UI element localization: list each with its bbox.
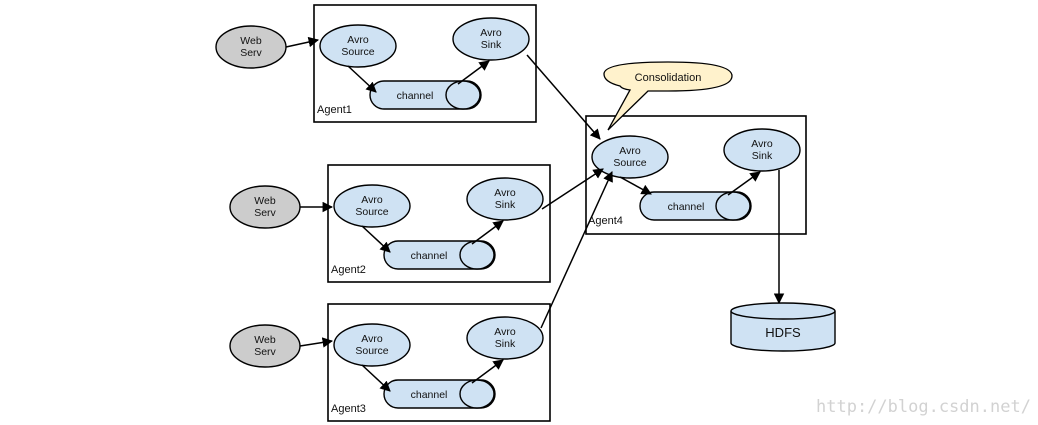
webserv3-line1: Web	[254, 334, 276, 346]
edge-webserv3-source3	[299, 337, 334, 348]
webserv2-line2: Serv	[254, 207, 276, 219]
agent2-channel: channel	[383, 240, 496, 270]
agent2-sink-line1: Avro	[494, 187, 516, 199]
agent1-label: Agent1	[317, 104, 352, 116]
agent3-sink-line1: Avro	[494, 326, 516, 338]
agent2-label: Agent2	[331, 264, 366, 276]
consolidation-callout: Consolidation	[603, 61, 733, 131]
agent4-sink-line2: Sink	[752, 150, 773, 162]
agent1-sink: Avro Sink	[452, 17, 530, 61]
agent3-source-line2: Source	[355, 345, 388, 357]
agent1-sink-line1: Avro	[480, 27, 502, 39]
webserv2-line1: Web	[254, 195, 276, 207]
edge-channel3-sink3	[471, 359, 504, 384]
edge-channel2-sink2	[471, 220, 504, 245]
callout-text: Consolidation	[635, 72, 702, 84]
edge-source1-channel1	[347, 65, 377, 93]
agent4-sink: Avro Sink	[723, 128, 801, 172]
agent3-label: Agent3	[331, 403, 366, 415]
agent2-source-line2: Source	[355, 206, 388, 218]
hdfs-label: HDFS	[765, 325, 801, 340]
webserv3-line2: Serv	[254, 346, 276, 358]
agent3-source: Avro Source	[333, 323, 411, 367]
agent2-channel-label: channel	[411, 250, 448, 262]
webserv1-line2: Serv	[240, 47, 262, 59]
agent3-sink: Avro Sink	[466, 316, 544, 360]
hdfs-storage: HDFS	[730, 302, 836, 352]
agent1-source-line1: Avro	[347, 34, 369, 46]
webserv2: Web Serv	[229, 185, 301, 229]
agent2-source: Avro Source	[333, 184, 411, 228]
webserv1: Web Serv	[215, 25, 287, 69]
edge-source4-channel4	[619, 176, 652, 195]
edge-sink2-source4	[541, 168, 604, 210]
agent2-sink: Avro Sink	[466, 177, 544, 221]
agent3-source-line1: Avro	[361, 333, 383, 345]
agent4-sink-line1: Avro	[751, 138, 773, 150]
agent1-channel-label: channel	[397, 90, 434, 102]
agent2-sink-line2: Sink	[495, 199, 516, 211]
agent4-channel-label: channel	[668, 201, 705, 213]
agent4-source-line1: Avro	[619, 145, 641, 157]
agent3-channel-label: channel	[411, 389, 448, 401]
webserv1-line1: Web	[240, 35, 262, 47]
agent3-channel: channel	[383, 379, 496, 409]
agent1-source-line2: Source	[341, 46, 374, 58]
edge-source3-channel3	[361, 364, 391, 392]
webserv3: Web Serv	[229, 324, 301, 368]
edge-channel1-sink1	[457, 60, 490, 85]
agent4-source: Avro Source	[591, 135, 669, 179]
edge-sink1-source4	[526, 54, 601, 140]
agent4-source-line2: Source	[613, 157, 646, 169]
agent1-channel: channel	[369, 80, 482, 110]
edge-sink3-source4	[540, 171, 613, 329]
callout-bubble	[603, 61, 733, 131]
agent4-label: Agent4	[588, 215, 623, 227]
edge-webserv1-source1	[285, 36, 320, 48]
agent3-sink-line2: Sink	[495, 338, 516, 350]
agent1-sink-line2: Sink	[481, 39, 502, 51]
watermark-text: http://blog.csdn.net/	[816, 397, 1031, 417]
edge-source2-channel2	[361, 225, 391, 253]
agent1-source: Avro Source	[319, 24, 397, 68]
agent2-source-line1: Avro	[361, 194, 383, 206]
edge-channel4-sink4	[727, 171, 761, 196]
agent4-channel: channel	[639, 191, 752, 221]
